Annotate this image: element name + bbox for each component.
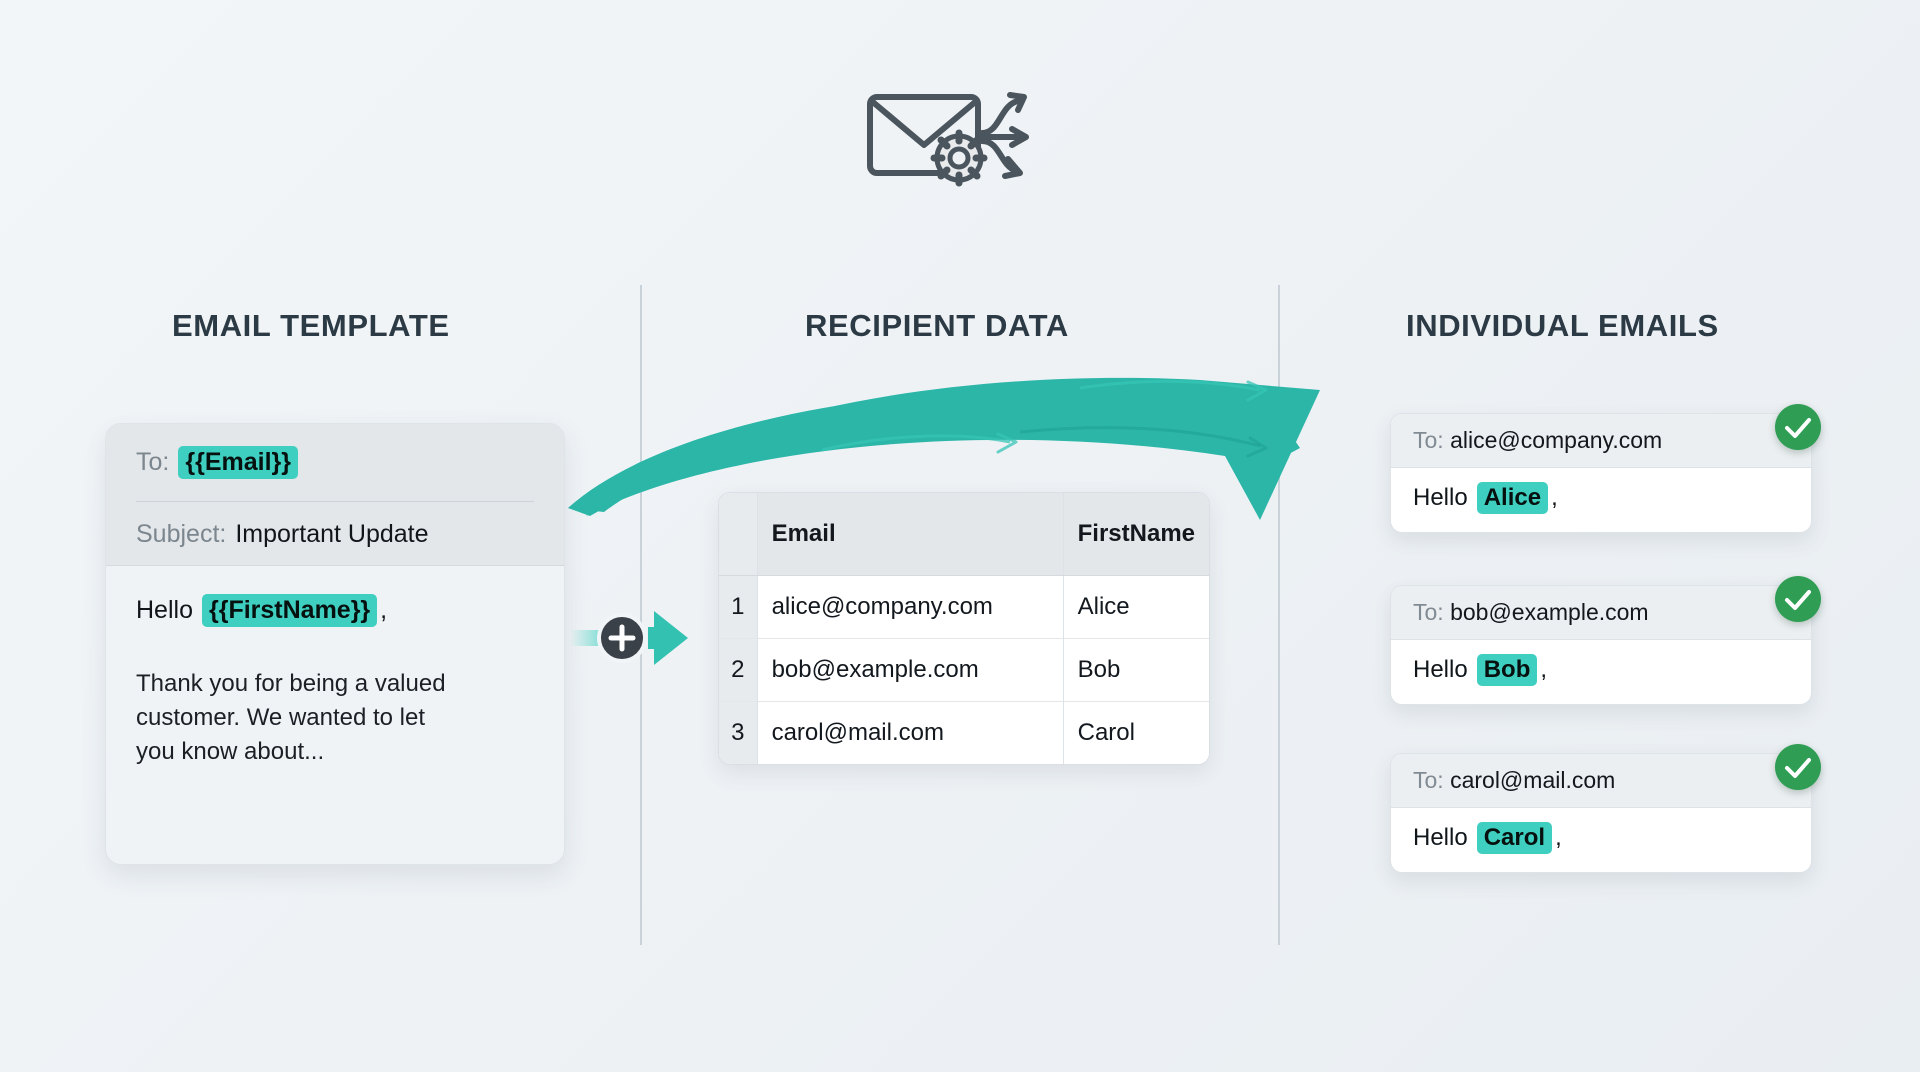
table-row[interactable]: 1 alice@company.com Alice: [719, 575, 1209, 639]
template-header: To: {{Email}} Subject: Important Update: [106, 424, 564, 566]
email-card-greeting-prefix: Hello: [1413, 484, 1468, 511]
template-body: Hello {{FirstName}} , Thank you for bein…: [106, 566, 564, 769]
page-title-individual-emails: INDIVIDUAL EMAILS: [1406, 308, 1719, 343]
email-card-to-value: carol@mail.com: [1450, 767, 1616, 793]
email-card-to-value: bob@example.com: [1450, 599, 1649, 625]
template-body-text: Thank you for being a valued customer. W…: [136, 670, 446, 766]
generated-email-card[interactable]: To: carol@mail.com Hello Carol ,: [1390, 753, 1812, 873]
row-firstname: Bob: [1063, 638, 1209, 702]
email-card-greeting-prefix: Hello: [1413, 656, 1468, 683]
divider-right: [1278, 285, 1280, 945]
table-row[interactable]: 3 carol@mail.com Carol: [719, 701, 1209, 764]
email-card-to-label: To:: [1413, 767, 1444, 793]
template-to-label: To:: [136, 448, 170, 476]
row-index: 1: [719, 575, 758, 639]
row-index: 2: [719, 638, 758, 702]
page-title-email-template: EMAIL TEMPLATE: [172, 308, 450, 343]
email-card-greeting-comma: ,: [1540, 656, 1548, 683]
email-card-merged-name: Bob: [1476, 654, 1538, 686]
template-subject-value: Important Update: [235, 520, 429, 548]
merge-token-firstname: {{FirstName}}: [201, 594, 378, 627]
email-card-to-value: alice@company.com: [1450, 427, 1663, 453]
template-greeting: Hello {{FirstName}} ,: [136, 594, 534, 627]
email-card-to-label: To:: [1413, 599, 1444, 625]
email-card-to-row: To: alice@company.com: [1391, 414, 1811, 468]
row-email: carol@mail.com: [757, 701, 1064, 764]
table-header-index: [719, 493, 758, 576]
check-circle-icon: [1775, 744, 1821, 790]
merge-token-email: {{Email}}: [178, 446, 298, 479]
email-card-merged-name: Alice: [1476, 482, 1549, 514]
email-card-merged-name: Carol: [1476, 822, 1553, 854]
template-subject-row: Subject: Important Update: [136, 520, 534, 549]
curved-arrow-right-icon: [560, 360, 1420, 520]
divider-left: [640, 285, 642, 945]
row-firstname: Carol: [1063, 701, 1209, 764]
email-template-card[interactable]: To: {{Email}} Subject: Important Update …: [105, 423, 565, 865]
check-circle-icon: [1775, 404, 1821, 450]
email-card-to-row: To: bob@example.com: [1391, 586, 1811, 640]
check-circle-icon: [1775, 576, 1821, 622]
email-card-greeting-prefix: Hello: [1413, 824, 1468, 851]
email-card-to-row: To: carol@mail.com: [1391, 754, 1811, 808]
email-card-body: Hello Bob ,: [1391, 640, 1811, 704]
envelope-gear-arrows-icon: [855, 30, 1060, 195]
email-card-body: Hello Alice ,: [1391, 468, 1811, 532]
recipient-data-table[interactable]: Email FirstName 1 alice@company.com Alic…: [718, 492, 1210, 765]
plus-merge-icon: [570, 605, 710, 671]
table-header-row: Email FirstName: [719, 493, 1209, 576]
page-title-recipient-data: RECIPIENT DATA: [805, 308, 1069, 343]
row-index: 3: [719, 701, 758, 764]
email-card-to-label: To:: [1413, 427, 1444, 453]
table-header-firstname: FirstName: [1063, 493, 1209, 576]
template-greeting-prefix: Hello: [136, 596, 193, 624]
template-to-row: To: {{Email}}: [136, 446, 534, 479]
template-rule: [136, 501, 534, 502]
row-email: bob@example.com: [757, 638, 1064, 702]
template-greeting-comma: ,: [380, 596, 388, 624]
template-subject-label: Subject:: [136, 520, 227, 548]
row-email: alice@company.com: [757, 575, 1064, 639]
table-header-email: Email: [757, 493, 1064, 576]
email-card-body: Hello Carol ,: [1391, 808, 1811, 872]
email-card-greeting-comma: ,: [1551, 484, 1558, 511]
row-firstname: Alice: [1063, 575, 1209, 639]
table-row[interactable]: 2 bob@example.com Bob: [719, 638, 1209, 702]
generated-email-card[interactable]: To: bob@example.com Hello Bob ,: [1390, 585, 1812, 705]
generated-email-card[interactable]: To: alice@company.com Hello Alice ,: [1390, 413, 1812, 533]
email-card-greeting-comma: ,: [1555, 824, 1562, 851]
